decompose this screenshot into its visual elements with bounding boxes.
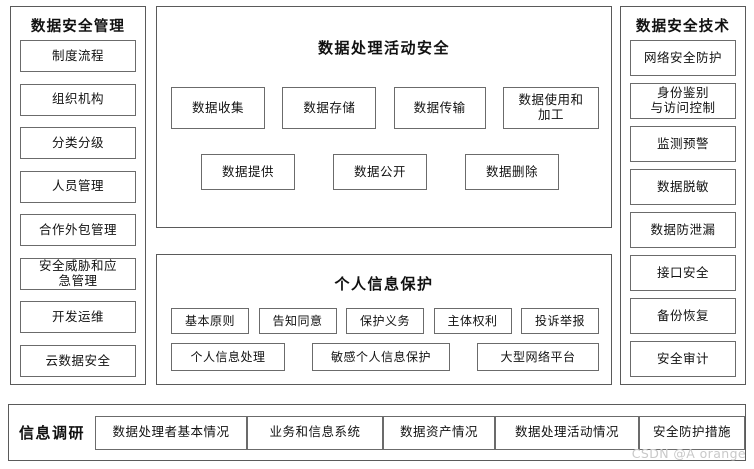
- bottom-bar-title: 信息调研: [19, 424, 86, 442]
- personal-info-item[interactable]: 投诉举报: [521, 308, 599, 334]
- data-security-technology-panel: 数据安全技术 网络安全防护 身份鉴别 与访问控制 监测预警 数据脱敏 数据防泄漏…: [620, 6, 746, 385]
- process-item[interactable]: 数据公开: [333, 154, 427, 190]
- list-item[interactable]: 身份鉴别 与访问控制: [630, 83, 736, 119]
- list-item[interactable]: 人员管理: [20, 170, 136, 203]
- center-top-title: 数据处理活动安全: [317, 39, 450, 57]
- list-item[interactable]: 云数据安全: [20, 344, 136, 377]
- center-bottom-title: 个人信息保护: [334, 275, 434, 293]
- list-item[interactable]: 开发运维: [20, 301, 136, 334]
- information-survey-panel: 信息调研 数据处理者基本情况 业务和信息系统 数据资产情况 数据处理活动情况 安…: [8, 404, 746, 461]
- left-column-list: 制度流程 组织机构 分类分级 人员管理 合作外包管理 安全威胁和应 急管理 开发…: [20, 40, 136, 377]
- list-item[interactable]: 备份恢复: [630, 298, 736, 334]
- survey-item[interactable]: 安全防护措施: [639, 415, 746, 450]
- data-processing-activity-security-panel: 数据处理活动安全 数据收集 数据存储 数据传输 数据使用和 加工 数据提供 数据…: [156, 6, 612, 228]
- list-item[interactable]: 制度流程: [20, 40, 136, 72]
- processing-row-1: 数据收集 数据存储 数据传输 数据使用和 加工: [171, 87, 599, 129]
- personal-info-item[interactable]: 敏感个人信息保护: [312, 343, 450, 371]
- process-item[interactable]: 数据传输: [393, 87, 486, 129]
- data-security-management-panel: 数据安全管理 制度流程 组织机构 分类分级 人员管理 合作外包管理 安全威胁和应…: [10, 6, 146, 385]
- list-item[interactable]: 网络安全防护: [630, 40, 736, 76]
- personal-info-item[interactable]: 告知同意: [258, 308, 337, 334]
- survey-item[interactable]: 数据处理者基本情况: [95, 415, 248, 450]
- survey-item-list: 数据处理者基本情况 业务和信息系统 数据资产情况 数据处理活动情况 安全防护措施: [95, 415, 746, 450]
- personal-info-row-2: 个人信息处理 敏感个人信息保护 大型网络平台: [171, 343, 599, 371]
- personal-info-row-1: 基本原则 告知同意 保护义务 主体权利 投诉举报: [171, 308, 599, 334]
- list-item[interactable]: 合作外包管理: [20, 214, 136, 247]
- personal-info-item[interactable]: 基本原则: [171, 308, 249, 334]
- personal-info-item[interactable]: 个人信息处理: [171, 343, 285, 371]
- process-item[interactable]: 数据收集: [171, 87, 265, 129]
- personal-information-protection-panel: 个人信息保护 基本原则 告知同意 保护义务 主体权利 投诉举报 个人信息处理 敏…: [156, 254, 612, 385]
- process-item[interactable]: 数据删除: [465, 154, 559, 190]
- survey-item[interactable]: 数据处理活动情况: [495, 415, 640, 450]
- personal-info-item[interactable]: 大型网络平台: [477, 343, 599, 371]
- processing-row-2: 数据提供 数据公开 数据删除: [201, 154, 559, 190]
- right-column-list: 网络安全防护 身份鉴别 与访问控制 监测预警 数据脱敏 数据防泄漏 接口安全 备…: [630, 40, 736, 377]
- right-column-title: 数据安全技术: [635, 19, 731, 35]
- list-item[interactable]: 数据脱敏: [630, 169, 736, 205]
- list-item[interactable]: 分类分级: [20, 127, 136, 160]
- list-item[interactable]: 数据防泄漏: [630, 212, 736, 248]
- list-item[interactable]: 组织机构: [20, 83, 136, 116]
- process-item[interactable]: 数据存储: [282, 87, 377, 129]
- personal-info-item[interactable]: 保护义务: [346, 308, 424, 334]
- survey-item[interactable]: 业务和信息系统: [247, 415, 384, 450]
- list-item[interactable]: 安全审计: [630, 341, 736, 377]
- personal-info-item[interactable]: 主体权利: [433, 308, 512, 334]
- process-item[interactable]: 数据提供: [201, 154, 295, 190]
- list-item[interactable]: 安全威胁和应 急管理: [20, 257, 136, 290]
- list-item[interactable]: 监测预警: [630, 126, 736, 162]
- list-item[interactable]: 接口安全: [630, 255, 736, 291]
- process-item[interactable]: 数据使用和 加工: [502, 87, 599, 129]
- survey-item[interactable]: 数据资产情况: [383, 415, 496, 450]
- left-column-title: 数据安全管理: [30, 19, 126, 35]
- information-survey-inner: 信息调研 数据处理者基本情况 业务和信息系统 数据资产情况 数据处理活动情况 安…: [19, 405, 746, 460]
